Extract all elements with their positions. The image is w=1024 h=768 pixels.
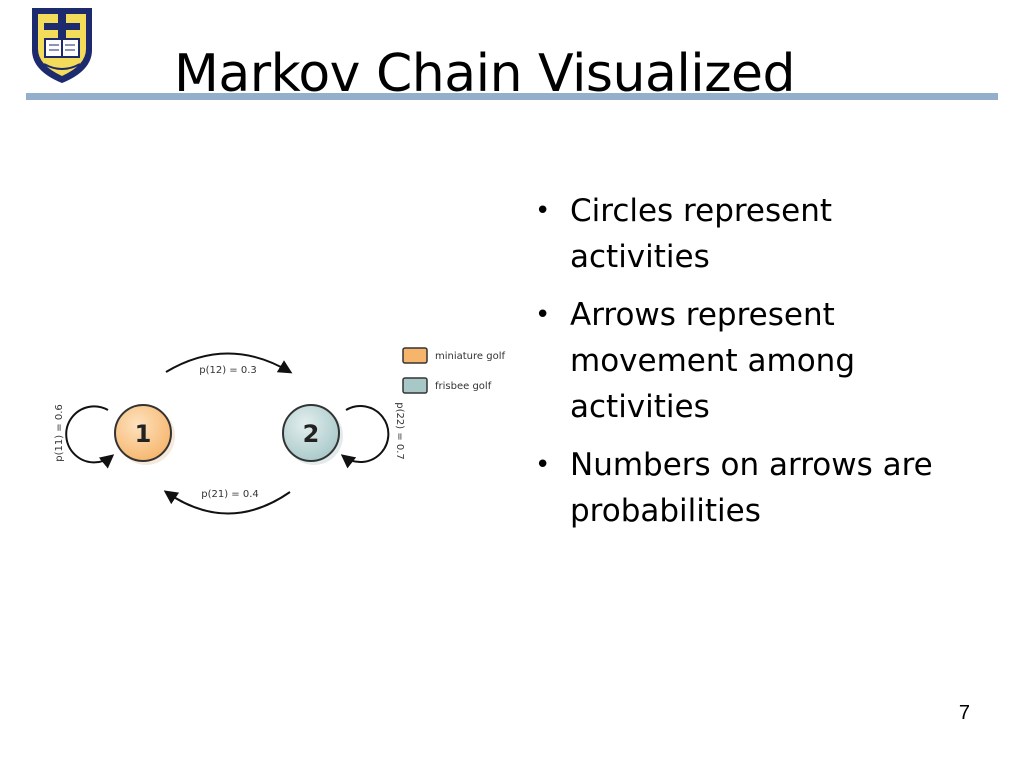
edge-label-p21: p(21) = 0.4 bbox=[201, 489, 259, 500]
legend: miniature golf frisbee golf bbox=[402, 347, 505, 394]
bullet-item: • Circles represent activities bbox=[533, 188, 973, 280]
bullet-marker: • bbox=[535, 196, 551, 226]
edge-label-p22: p(22) = 0.7 bbox=[394, 402, 405, 460]
bullet-marker: • bbox=[535, 450, 551, 480]
edge-label-p12: p(12) = 0.3 bbox=[199, 365, 257, 376]
bullet-list: • Circles represent activities • Arrows … bbox=[533, 188, 973, 546]
bullet-marker: • bbox=[535, 300, 551, 330]
bullet-text: Circles represent activities bbox=[570, 193, 833, 275]
arrow-self-loop-node2 bbox=[340, 405, 390, 469]
node-1-label: 1 bbox=[135, 420, 152, 448]
university-crest-logo bbox=[32, 8, 92, 84]
markov-chain-diagram: p(12) = 0.3 p(21) = 0.4 p(11) = 0.6 p(22… bbox=[54, 347, 505, 515]
legend-label-frisbee-golf: frisbee golf bbox=[435, 381, 492, 392]
node-2-frisbee-golf: 2 bbox=[282, 404, 343, 465]
edge-label-p11: p(11) = 0.6 bbox=[54, 404, 65, 462]
title-underline-rule bbox=[26, 93, 998, 100]
bullet-item: • Numbers on arrows are probabilities bbox=[533, 442, 973, 534]
bullet-item: • Arrows represent movement among activi… bbox=[533, 292, 973, 430]
bullet-text: Arrows represent movement among activiti… bbox=[570, 297, 855, 425]
legend-swatch-miniature-golf bbox=[402, 347, 428, 364]
node-2-label: 2 bbox=[303, 420, 320, 448]
arrow-node2-to-node1 bbox=[163, 490, 291, 515]
arrow-node1-to-node2 bbox=[165, 352, 293, 374]
bullet-text: Numbers on arrows are probabilities bbox=[570, 447, 933, 529]
legend-swatch-frisbee-golf bbox=[402, 377, 428, 394]
node-1-miniature-golf: 1 bbox=[114, 404, 175, 465]
page-number: 7 bbox=[958, 702, 970, 724]
arrow-self-loop-node1 bbox=[65, 405, 115, 469]
legend-label-miniature-golf: miniature golf bbox=[435, 351, 505, 362]
